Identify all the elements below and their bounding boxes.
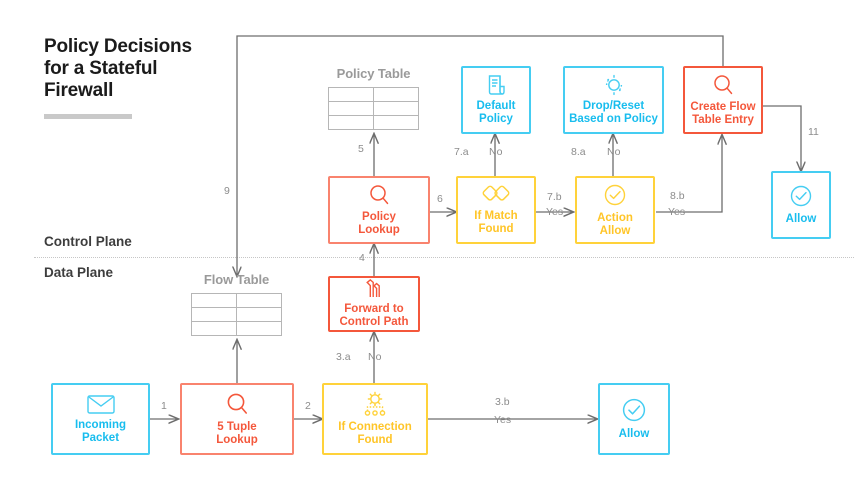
edge-label-3a-answer: No	[368, 351, 382, 363]
plane-divider	[34, 257, 854, 258]
node-policy-lookup[interactable]: Policy Lookup	[328, 176, 430, 244]
edge-label-4-number: 4	[359, 252, 365, 264]
edge-label-11-number: 11	[808, 126, 819, 138]
node-action-allow[interactable]: Action Allow	[575, 176, 655, 244]
edge-label-3b-answer: Yes	[494, 414, 512, 426]
node-if-match-found-label-line2: Found	[478, 223, 514, 235]
edge-label-3b-number: 3.b	[495, 396, 510, 408]
node-drop-reset[interactable]: Drop/Reset Based on Policy	[563, 66, 664, 134]
table-cell	[236, 307, 282, 322]
table-row	[191, 321, 282, 336]
edge-label-7a-answer: No	[489, 146, 503, 158]
edge-label-8a-answer: No	[607, 146, 621, 158]
table-row	[328, 87, 419, 102]
table-cell	[191, 307, 237, 322]
edge-label-6-number: 6	[437, 193, 443, 205]
table-cell	[236, 321, 282, 336]
page-title-line1: Policy Decisions	[44, 36, 192, 57]
gear-nodes-icon	[360, 391, 390, 417]
node-default-policy-label-line2: Policy	[479, 113, 513, 125]
node-drop-reset-label-line2: Based on Policy	[569, 113, 658, 125]
edge-label-7b-answer: Yes	[546, 206, 564, 218]
edge-label-5-number: 5	[358, 143, 364, 155]
node-create-flow-table-entry-label-line2: Table Entry	[692, 114, 754, 126]
table-cell	[373, 101, 419, 116]
node-if-connection-found-label-line1: If Connection	[338, 420, 412, 433]
node-default-policy-label-line1: Default	[476, 99, 516, 112]
node-policy-lookup-label-line1: Policy	[362, 210, 396, 223]
edge-label-7b-number: 7.b	[547, 191, 562, 203]
magnifier-icon	[224, 391, 250, 417]
table-row	[328, 101, 419, 116]
page-title: Policy Decisions for a Stateful Firewall	[44, 36, 264, 102]
node-allow-data[interactable]: Allow	[598, 383, 670, 455]
policy-table-grid	[328, 87, 419, 130]
node-if-match-found[interactable]: If Match Found	[456, 176, 536, 244]
node-allow-data-label: Allow	[618, 428, 650, 441]
policy-table: Policy Table	[328, 66, 419, 130]
node-incoming-packet-label-line1: Incoming	[74, 418, 127, 431]
flow-table-grid	[191, 293, 282, 336]
node-if-connection-found[interactable]: If Connection Found	[322, 383, 428, 455]
diamonds-icon	[480, 184, 512, 206]
check-circle-icon	[620, 396, 648, 424]
table-cell	[191, 321, 237, 336]
table-cell	[191, 293, 237, 308]
table-cell	[328, 87, 374, 102]
edge-label-8b-answer: Yes	[668, 206, 686, 218]
edge-label-3a-number: 3.a	[336, 351, 351, 363]
node-5-tuple-lookup-label-line2: Lookup	[216, 434, 258, 446]
envelope-icon	[86, 393, 116, 415]
node-forward-to-control-path-label-line2: Control Path	[339, 316, 409, 328]
signpost-icon	[363, 278, 385, 299]
node-default-policy[interactable]: Default Policy	[461, 66, 531, 134]
table-cell	[236, 293, 282, 308]
check-circle-icon	[788, 183, 814, 209]
edge-label-9-number: 9	[224, 185, 230, 197]
node-5-tuple-lookup-label-line1: 5 Tuple	[217, 420, 257, 433]
node-create-flow-table-entry[interactable]: Create Flow Table Entry	[683, 66, 763, 134]
page-title-line2: for a Stateful	[44, 58, 158, 79]
edge-label-8a-number: 8.a	[571, 146, 586, 158]
node-forward-to-control-path[interactable]: Forward to Control Path	[328, 276, 420, 332]
table-row	[191, 293, 282, 308]
node-action-allow-label-line1: Action	[597, 211, 633, 224]
target-circle-icon	[602, 74, 626, 96]
table-cell	[373, 87, 419, 102]
page-title-line3: Firewall	[44, 80, 114, 101]
node-allow-control-label: Allow	[785, 213, 817, 226]
node-drop-reset-label-line1: Drop/Reset	[582, 99, 645, 112]
flow-table: Flow Table	[191, 272, 282, 336]
control-plane-label: Control Plane	[44, 234, 132, 249]
document-icon	[486, 74, 506, 96]
node-incoming-packet-label-line2: Packet	[81, 432, 120, 444]
edge-label-2-number: 2	[305, 400, 311, 412]
table-cell	[328, 101, 374, 116]
node-if-match-found-label-line1: If Match	[474, 209, 518, 222]
table-row	[328, 115, 419, 130]
policy-table-title: Policy Table	[336, 66, 411, 81]
node-forward-to-control-path-label-line1: Forward to	[344, 302, 404, 315]
node-action-allow-label-line2: Allow	[599, 225, 631, 237]
data-plane-label: Data Plane	[44, 265, 114, 280]
table-row	[191, 307, 282, 322]
edge-label-8b-number: 8.b	[670, 190, 685, 202]
table-cell	[328, 115, 374, 130]
magnifier-icon	[367, 183, 391, 207]
node-5-tuple-lookup[interactable]: 5 Tuple Lookup	[180, 383, 294, 455]
edge-label-7a-number: 7.a	[454, 146, 469, 158]
node-incoming-packet[interactable]: Incoming Packet	[51, 383, 150, 455]
title-underline-rule	[44, 114, 132, 119]
magnifier-icon	[711, 73, 735, 97]
edge-label-1-number: 1	[161, 400, 167, 412]
check-circle-icon	[602, 182, 628, 208]
node-allow-control[interactable]: Allow	[771, 171, 831, 239]
node-if-connection-found-label-line2: Found	[357, 434, 393, 446]
flow-table-title: Flow Table	[203, 272, 270, 287]
table-cell	[373, 115, 419, 130]
node-create-flow-table-entry-label-line1: Create Flow	[690, 100, 756, 113]
node-policy-lookup-label-line2: Lookup	[358, 224, 400, 236]
